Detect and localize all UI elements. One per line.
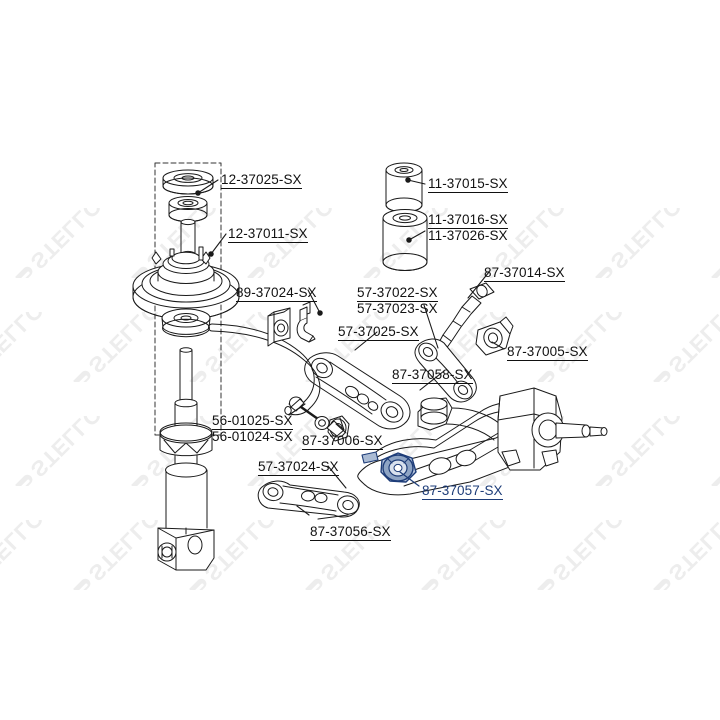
- part-label-87-37006-sx: 87-37006-SX: [302, 433, 383, 450]
- part-number-text: 57-37024-SX: [258, 459, 339, 476]
- part-11-37016-bushing: [382, 209, 428, 271]
- part-label-11-37026-sx: 11-37026-SX: [428, 228, 508, 243]
- part-number-text: 56-01024-SX: [212, 429, 293, 444]
- part-number-text: 87-37056-SX: [310, 524, 391, 541]
- part-label-57-37025-sx: 57-37025-SX: [338, 324, 419, 341]
- part-number-text: 87-37006-SX: [302, 433, 383, 450]
- part-number-text: 89-37024-SX: [236, 285, 317, 302]
- part-label-56-01024-sx: 56-01024-SX: [212, 429, 293, 444]
- part-label-11-37016-sx: 11-37016-SX: [428, 212, 508, 229]
- part-number-text: 12-37025-SX: [221, 172, 302, 189]
- part-label-89-37024-sx: 89-37024-SX: [236, 285, 317, 302]
- part-number-text: 87-37005-SX: [507, 344, 588, 361]
- part-label-12-37011-sx: 12-37011-SX: [228, 226, 308, 243]
- part-number-text: 11-37026-SX: [428, 228, 508, 243]
- part-label-87-37056-sx: 87-37056-SX: [310, 524, 391, 541]
- part-number-text: 57-37022-SX: [357, 285, 438, 302]
- part-label-57-37024-sx: 57-37024-SX: [258, 459, 339, 476]
- part-label-57-37023-sx: 57-37023-SX: [357, 301, 438, 316]
- part-number-text: 11-37016-SX: [428, 212, 508, 229]
- part-number-text: 56-01025-SX: [212, 413, 293, 430]
- part-number-text: 87-37057-SX: [422, 483, 503, 500]
- part-label-57-37022-sx: 57-37022-SX: [357, 285, 438, 302]
- part-label-87-37005-sx: 87-37005-SX: [507, 344, 588, 361]
- part-number-text: 12-37011-SX: [228, 226, 308, 243]
- part-89-37024-stabilizer-bushing: [267, 301, 316, 347]
- part-number-text: 87-37014-SX: [484, 265, 565, 282]
- part-11-37015-bushing: [385, 162, 423, 213]
- part-12-37025-top-mount: [162, 169, 214, 258]
- part-label-11-37015-sx: 11-37015-SX: [428, 176, 508, 193]
- part-number-text: 11-37015-SX: [428, 176, 508, 193]
- part-stabilizer-bar: [208, 323, 321, 416]
- leader-line-highlight: [399, 471, 420, 487]
- part-highlight-bushing-87-37057: [380, 452, 417, 483]
- part-shock-absorber: [157, 347, 215, 571]
- part-number-text: 57-37025-SX: [338, 324, 419, 341]
- part-label-56-01025-sx: 56-01025-SX: [212, 413, 293, 430]
- part-87-37005-ball-joint: [475, 316, 514, 356]
- part-number-text: 57-37023-SX: [357, 301, 438, 316]
- part-57-37022-upper-arm: [414, 338, 477, 403]
- part-label-87-37058-sx: 87-37058-SX: [392, 367, 473, 384]
- part-label-87-37014-sx: 87-37014-SX: [484, 265, 565, 282]
- highlight-marker-tab: [361, 451, 379, 464]
- part-label-12-37025-sx: 12-37025-SX: [221, 172, 302, 189]
- part-number-text: 87-37058-SX: [392, 367, 473, 384]
- part-label-87-37057-sx: 87-37057-SX: [422, 483, 503, 500]
- part-12-37011-strut-mount: [132, 246, 240, 338]
- part-57-37024-toe-link: [257, 480, 360, 518]
